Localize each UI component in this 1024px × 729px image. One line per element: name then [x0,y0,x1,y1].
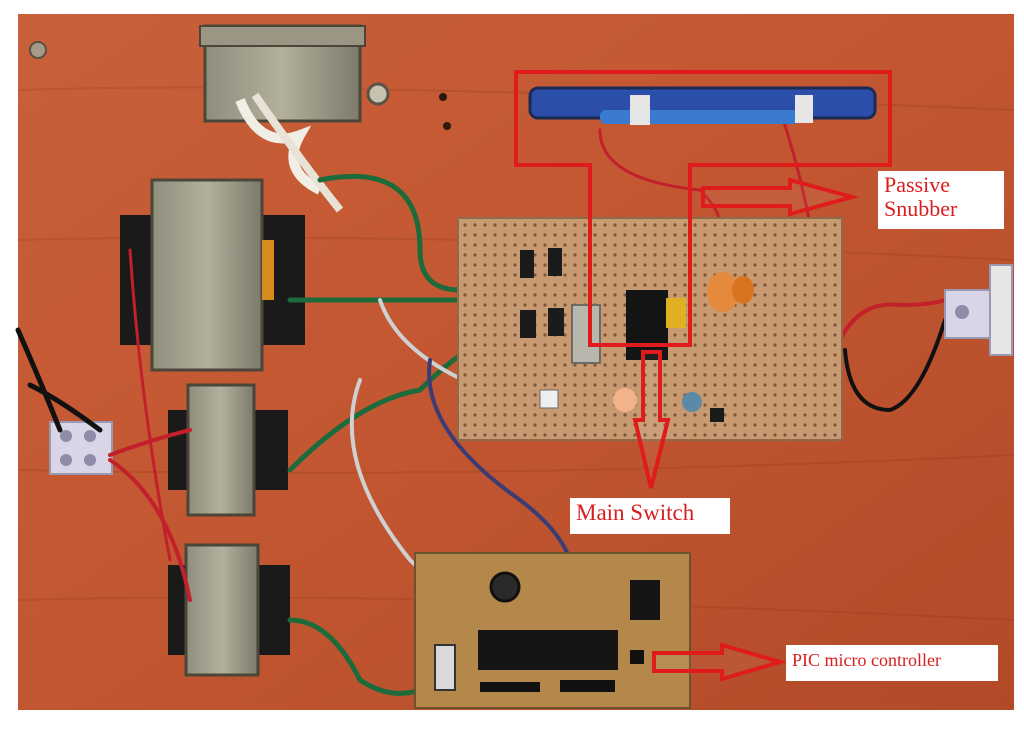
annotations [514,70,892,682]
pic-controller-board [414,552,691,709]
board-hole [439,93,447,101]
passive-snubber-label: Passive Snubber [878,171,1004,229]
wiring [15,108,947,696]
main-switch-arrow [632,350,671,489]
snubber-resistor [528,86,877,125]
pic-controller-label: PIC micro controller [786,645,998,681]
transformer-top [199,24,390,213]
main-switch-label: Main Switch [570,498,730,534]
power-perfboard [457,217,843,441]
transformer-bottom [168,543,290,677]
snubber-arrow [701,177,860,217]
transformer-middle [168,383,288,517]
transformer-large [120,178,305,372]
mounting-screw [29,41,47,59]
board-hole [443,122,451,130]
terminal-block-right [944,264,1013,356]
pic-arrow [652,642,788,682]
snubber-highlight-outline [514,70,892,347]
